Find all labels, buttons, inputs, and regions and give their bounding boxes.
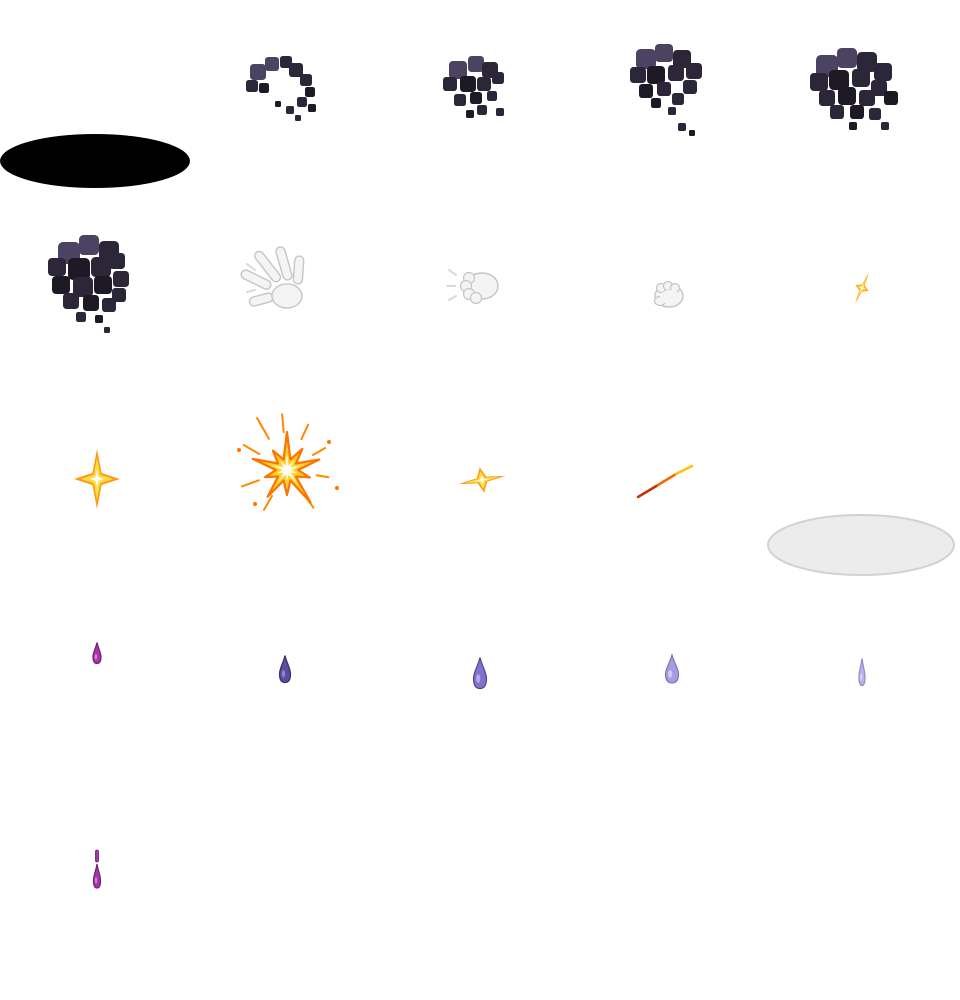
sprite-spark-tiny <box>855 272 869 304</box>
sprite-droplet-pale-thin <box>858 658 866 687</box>
sprite-impact-burst <box>237 413 339 511</box>
sprite-spark-small <box>458 467 506 493</box>
sprite-droplet-indigo <box>278 655 292 684</box>
sprite-ground-shadow-ellipse <box>0 134 190 188</box>
sprite-hand-open <box>240 246 305 309</box>
sprite-sparkle-star <box>74 449 120 509</box>
sprite-droplet-purple <box>472 657 488 690</box>
sprite-smoke-cloud-large <box>48 235 129 333</box>
sprite-smoke-puff-frame-4 <box>810 48 898 130</box>
sprite-droplet-lavender <box>664 652 680 684</box>
sprite-platform-ellipse-gray <box>767 514 955 576</box>
sprite-slash-streak <box>636 464 694 499</box>
sprite-hand-fist <box>653 280 684 308</box>
sprite-hand-half-closed <box>446 269 499 305</box>
sprite-smoke-puff-frame-1 <box>246 56 316 121</box>
sprite-droplet-magenta-small <box>92 642 102 665</box>
sprite-smoke-puff-frame-3 <box>630 44 702 136</box>
sprite-droplet-magenta-thin <box>92 849 102 889</box>
sprite-smoke-puff-frame-2 <box>443 56 504 118</box>
